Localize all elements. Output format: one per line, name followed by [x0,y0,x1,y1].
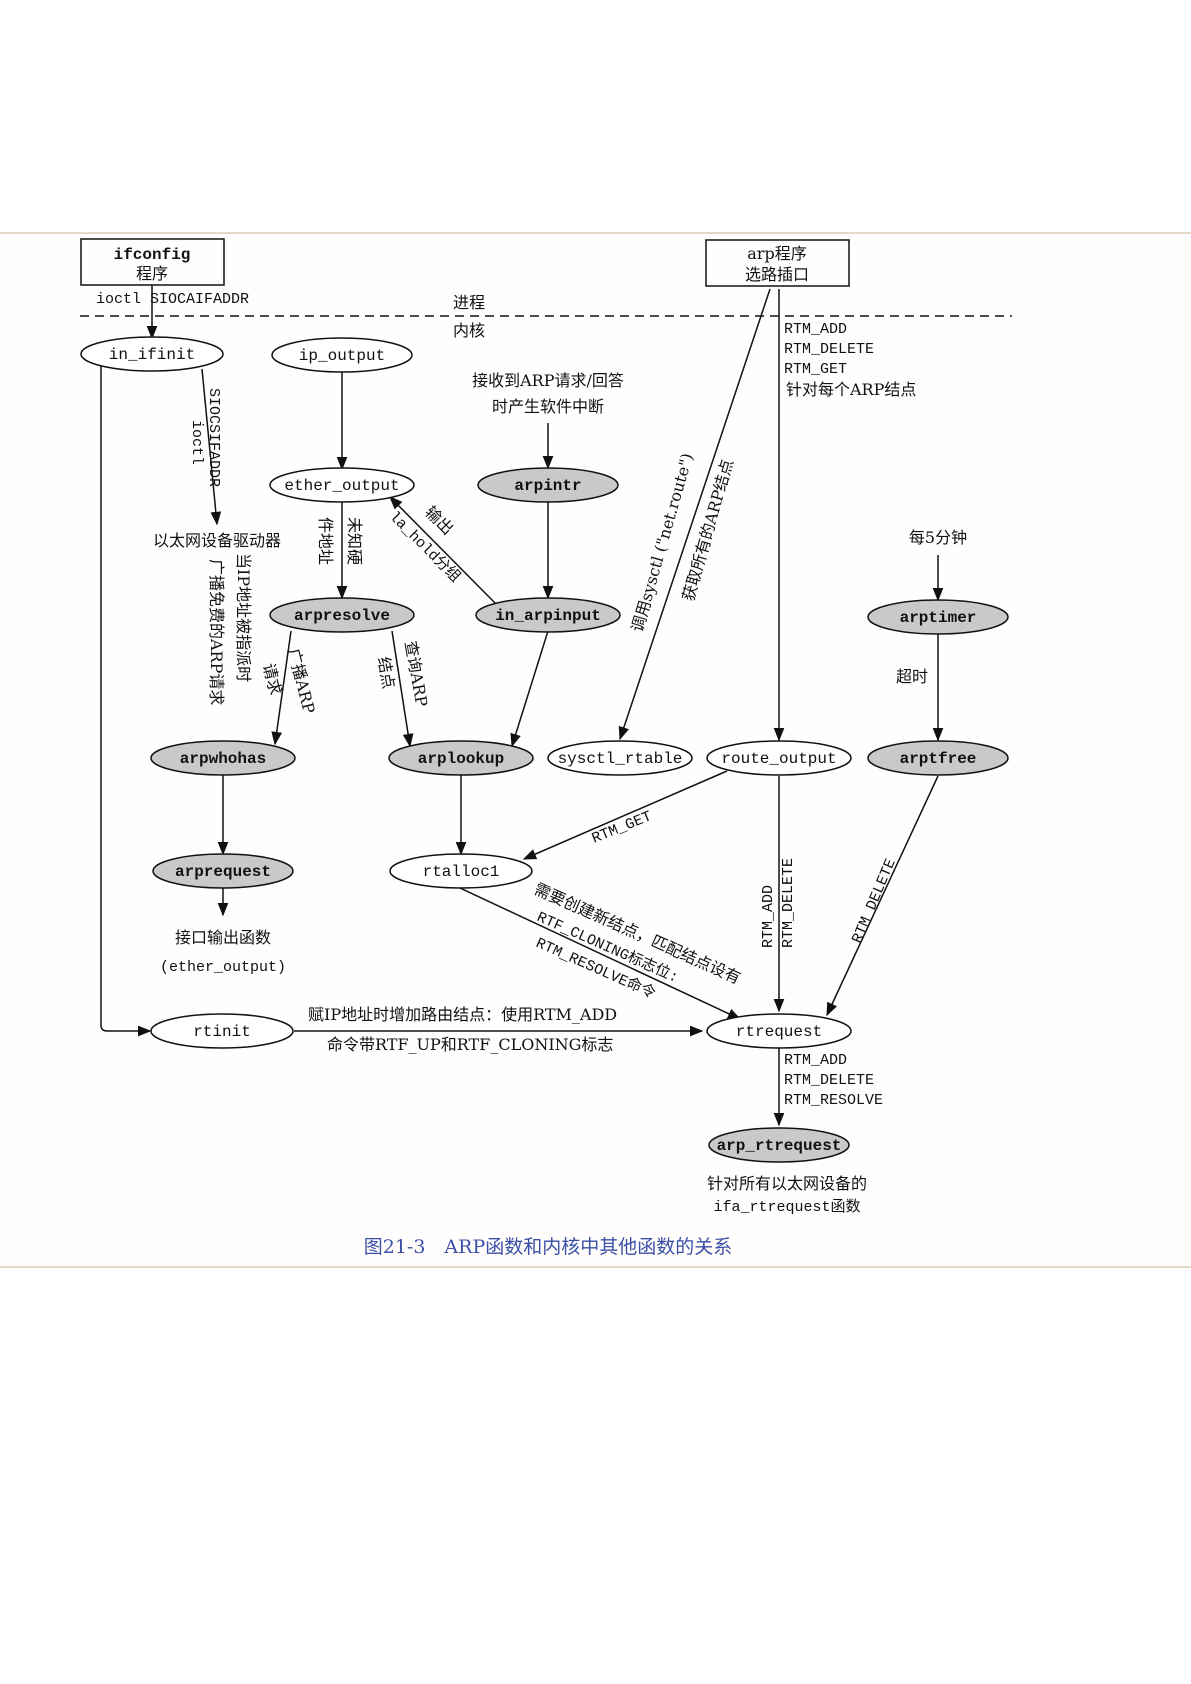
node-sysctl_rtable: sysctl_rtable [547,740,693,776]
label-broadcast-arp-2: 请求 [259,661,285,697]
ifconfig-box-subtitle: 程序 [136,264,168,283]
node-route_output: route_output [706,740,852,776]
node-arptfree: arptfree [867,740,1009,776]
label-rtm-delete-edge: RTM_DELETE [780,858,797,948]
process-label: 进程 [453,293,485,312]
node-in_ifinit: in_ifinit [80,336,224,372]
label-rtm-resolve-bottom: RTM_RESOLVE [784,1092,883,1109]
node-rtalloc1-label: rtalloc1 [423,863,500,881]
label-arp-recv-1: 接收到ARP请求/回答 [472,371,624,390]
label-gratuitous-1: 当IP地址被指派时 [234,553,253,682]
label-lookup-arp-1: 查询ARP [401,639,431,708]
ifconfig-box-title: ifconfig [114,246,191,264]
edge-arp-sysctl_rtable [618,288,771,741]
node-ether_output: ether_output [269,467,415,503]
node-sysctl_rtable-label: sysctl_rtable [558,750,683,768]
figure-caption: 图21-3 ARP函数和内核中其他函数的关系 [364,1236,733,1258]
node-arplookup-label: arplookup [418,750,504,768]
label-rtm-delete-bottom: RTM_DELETE [784,1072,874,1089]
node-rtinit: rtinit [150,1013,294,1049]
node-rtalloc1: rtalloc1 [389,853,533,889]
node-arpwhohas-label: arpwhohas [180,750,266,768]
edges [100,285,944,1127]
label-lookup-arp-2: 结点 [374,655,398,690]
edge-rtalloc1-rtrequest [459,887,742,1020]
node-arptimer: arptimer [867,599,1009,635]
label-rtm-add-edge: RTM_ADD [760,885,777,948]
label-timeout: 超时 [896,667,928,686]
node-arprequest: arprequest [152,853,294,889]
kernel-label: 内核 [453,321,485,340]
label-rtinit-1: 赋IP地址时增加路由结点：使用RTM_ADD [308,1005,617,1024]
node-route_output-label: route_output [721,750,836,768]
node-arptfree-label: arptfree [900,750,977,768]
edge-in_ifinit-rtinit [100,366,152,1037]
label-rtm-add-top: RTM_ADD [784,321,847,338]
arp-box-title: arp程序 [747,244,806,263]
node-arp_rtrequest: arp_rtrequest [708,1127,850,1163]
node-in_arpinput-label: in_arpinput [495,607,601,625]
node-arpwhohas: arpwhohas [150,740,296,776]
node-in_arpinput: in_arpinput [475,597,621,633]
edge-in_arpinput-arplookup [510,630,549,748]
label-ioctl-siocaifaddr: ioctl SIOCAIFADDR [96,291,249,308]
node-arpresolve-label: arpresolve [294,607,390,625]
label-every-5-min: 每5分钟 [909,528,967,547]
label-per-arp-node: 针对每个ARP结点 [786,380,916,399]
node-rtinit-label: rtinit [193,1023,251,1041]
label-siocsifaddr: SIOCSIFADDR [205,388,222,487]
label-iface-out-2: (ether_output) [160,959,286,976]
edge-in_ifinit-driver [201,368,222,526]
label-arp-recv-2: 时产生软件中断 [492,397,604,416]
node-arpintr: arpintr [477,467,619,503]
ifconfig-box: ifconfig 程序 [80,238,225,286]
label-unknown-hw-1: 未知硬 [345,517,364,565]
node-arpresolve: arpresolve [269,597,415,633]
label-rtm-get-top: RTM_GET [784,361,847,378]
label-rtm-delete-edge2: RTM_DELETE [849,856,900,946]
label-rtm-get-edge: RTM_GET [590,808,655,847]
node-ip_output: ip_output [271,337,413,373]
label-broadcast-arp-1: 广播ARP [284,646,319,715]
node-arplookup: arplookup [388,740,534,776]
label-sysctl-1: 调用sysctl ("net.route") [628,451,697,634]
node-ether_output-label: ether_output [284,477,399,495]
edge-route_output-rtalloc1 [522,770,728,860]
node-in_ifinit-label: in_ifinit [109,346,195,364]
node-ip_output-label: ip_output [299,347,385,365]
edge-arpresolve-arpwhohas [271,630,292,746]
label-rtm-delete-top: RTM_DELETE [784,341,874,358]
node-arptimer-label: arptimer [900,609,977,627]
label-gratuitous-2: 广播免费的ARP请求 [207,559,226,705]
label-ioctl: ioctl [188,420,205,465]
label-eth-driver: 以太网设备驱动器 [153,531,281,550]
label-per-eth-1: 针对所有以太网设备的 [707,1174,867,1193]
label-unknown-hw-2: 件地址 [316,517,335,565]
node-arprequest-label: arprequest [175,863,271,881]
arp-box-subtitle: 选路插口 [745,265,809,284]
label-per-eth-2: ifa_rtrequest函数 [713,1198,860,1216]
edge-arptfree-rtrequest [826,775,939,1017]
arp-box: arp程序 选路插口 [705,239,850,287]
label-iface-out-1: 接口输出函数 [175,928,271,947]
node-arpintr-label: arpintr [514,477,581,495]
label-rtinit-2: 命令带RTF_UP和RTF_CLONING标志 [327,1035,613,1054]
edge-arpresolve-arplookup [391,630,414,748]
label-rtm-add-bottom: RTM_ADD [784,1052,847,1069]
edge-in_arpinput-ether_output [389,496,498,606]
node-arp_rtrequest-label: arp_rtrequest [717,1137,842,1155]
node-rtrequest-label: rtrequest [736,1023,822,1041]
node-rtrequest: rtrequest [706,1013,852,1049]
